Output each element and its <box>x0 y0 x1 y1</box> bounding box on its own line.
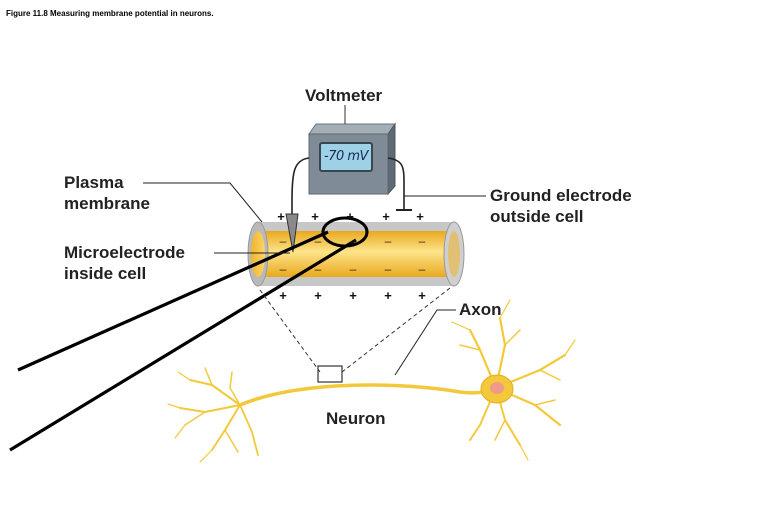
charge-minus: – <box>349 234 357 248</box>
neuron-nucleus <box>490 382 504 394</box>
voltmeter <box>308 105 396 196</box>
ground-electrode-label-2: outside cell <box>490 207 584 226</box>
neuron-label: Neuron <box>326 409 386 428</box>
microelectrode-label-1: Microelectrode <box>64 243 185 262</box>
microelectrode-wire <box>291 157 310 215</box>
figure-caption: Figure 11.8 Measuring membrane potential… <box>6 9 214 18</box>
ground-electrode-label-1: Ground electrode <box>490 186 632 205</box>
charge-plus: + <box>279 288 287 303</box>
charge-plus: + <box>346 209 354 224</box>
charge-plus: + <box>349 288 357 303</box>
charge-minus: – <box>314 234 322 248</box>
charge-plus: + <box>314 288 322 303</box>
axon-leader <box>394 309 456 376</box>
charge-minus: – <box>314 262 322 276</box>
charge-minus: – <box>418 262 426 276</box>
charge-minus: – <box>279 234 287 248</box>
zoom-line-right <box>341 287 451 373</box>
plasma-membrane-label-1: Plasma <box>64 173 124 192</box>
charge-plus: + <box>277 209 285 224</box>
charge-plus: + <box>416 209 424 224</box>
zoom-line-left <box>259 289 321 373</box>
magnify-box <box>317 365 343 383</box>
microelectrode-label-2: inside cell <box>64 264 147 283</box>
charge-minus: – <box>384 234 392 248</box>
charge-minus: – <box>279 262 287 276</box>
charge-plus: + <box>311 209 319 224</box>
axon-label: Axon <box>459 300 502 319</box>
plasma-membrane-label-2: membrane <box>64 194 150 213</box>
voltmeter-reading: -70 mV <box>324 149 368 164</box>
pointer-line-1 <box>17 230 329 372</box>
plasma-leader <box>143 182 263 223</box>
charge-minus: – <box>384 262 392 276</box>
microelectrode <box>285 213 299 253</box>
charge-plus: + <box>382 209 390 224</box>
neuron <box>167 299 576 463</box>
ground-wire <box>387 157 405 210</box>
pointer-line-2 <box>9 238 357 452</box>
charge-minus: – <box>418 234 426 248</box>
charge-plus: + <box>418 288 426 303</box>
voltmeter-label: Voltmeter <box>305 86 383 105</box>
charge-minus: – <box>349 262 357 276</box>
charge-plus: + <box>384 288 392 303</box>
